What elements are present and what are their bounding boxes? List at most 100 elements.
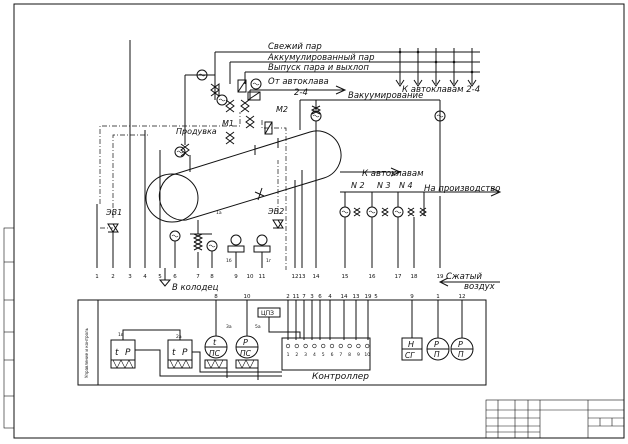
tr-bot-letter: Р	[125, 348, 131, 358]
tag-5a: 5а	[255, 324, 261, 330]
left-stamp-column	[3, 227, 15, 429]
steam-release-label: Выпуск пара и выхлоп	[268, 63, 369, 73]
to-autoclaves-24-label: К автоклавам 2-4	[402, 85, 480, 95]
field-point-number: 13	[299, 274, 306, 280]
n3-label: N 3	[377, 181, 391, 190]
panel-wiring	[122, 300, 463, 380]
from-autoclave-no: 2-4	[294, 88, 308, 98]
p2-top-letter: Р	[458, 340, 463, 349]
ev1-label: ЭВ1	[105, 208, 122, 217]
production-line	[340, 100, 502, 197]
accumulated-steam-label: Аккумулированный пар	[267, 53, 375, 63]
panel-input-number: 1	[436, 294, 440, 300]
n4-label: N 4	[399, 181, 413, 190]
tag-1v: 1в	[118, 332, 124, 338]
panel-input-number: 13	[353, 294, 360, 300]
terminal-number: 2	[295, 352, 298, 358]
terminal-number: 9	[357, 352, 360, 358]
field-point-number: 6	[173, 274, 177, 280]
to-well-label: В колодец	[172, 283, 219, 293]
panel-input-number: 6	[318, 294, 322, 300]
pis-bot-letter: ПС	[240, 349, 252, 358]
tis-bot-letter: ПС	[209, 349, 221, 358]
panel-input-number: 7	[302, 294, 306, 300]
field-point-number: 9	[234, 274, 238, 280]
to-production-label: На производство	[424, 184, 500, 194]
tag-1b: 1б	[226, 258, 232, 264]
field-gauges	[169, 69, 446, 253]
terminal-number: 8	[348, 352, 351, 358]
field-point-number: 15	[342, 274, 349, 280]
terminal-number: 4	[313, 352, 316, 358]
control-panel	[77, 299, 487, 386]
terminal-number: 6	[331, 352, 334, 358]
field-point-number: 7	[196, 274, 200, 280]
tag-2a: 2а	[176, 334, 182, 340]
panel-input-number: 12	[459, 294, 466, 300]
sheet-frame	[13, 3, 625, 439]
terminal-dot	[329, 343, 335, 349]
field-drops	[96, 40, 500, 287]
field-point-number: 12	[292, 274, 299, 280]
terminal-number: 1	[287, 352, 290, 358]
steam-header-lines	[184, 48, 480, 145]
panel-input-number: 3	[310, 294, 314, 300]
terminal-dot	[294, 343, 299, 349]
field-point-number: 19	[437, 274, 444, 280]
p1-bot-letter: П	[434, 350, 440, 359]
title-block	[485, 399, 625, 439]
field-point-number: 3	[128, 274, 132, 280]
p2-bot-letter: П	[458, 350, 464, 359]
n2-label: N 2	[351, 181, 365, 190]
field-point-number: 17	[395, 274, 402, 280]
pis-top-letter: Р	[243, 338, 248, 347]
field-point-number: 10	[247, 274, 254, 280]
from-autoclave-label: От автоклава	[268, 77, 329, 87]
terminal-number: 3	[304, 352, 307, 358]
panel-input-number: 11	[293, 294, 300, 300]
terminal-number: 7	[339, 352, 342, 358]
field-point-number: 2	[111, 274, 115, 280]
controller-label: Контроллер	[312, 372, 369, 382]
panel-input-number: 14	[341, 294, 348, 300]
panel-input-number: 19	[365, 294, 372, 300]
field-point-number: 18	[411, 274, 418, 280]
tis-top-letter: t	[213, 338, 217, 347]
autoclave-vessel	[145, 130, 342, 223]
tag-3a: 3а	[226, 324, 232, 330]
m1-label: М1	[222, 119, 234, 128]
panel-input-number: 2	[286, 294, 290, 300]
field-point-number: 1	[95, 274, 99, 280]
compressed-air-label-2: воздух	[464, 282, 496, 292]
vacuuming-label: Вакуумирование	[348, 91, 423, 101]
panel-input-number: 4	[328, 294, 332, 300]
ev2-label: ЭВ2	[267, 207, 284, 216]
terminal-dot	[356, 343, 361, 349]
branches-to-autoclaves-2-4	[395, 48, 477, 87]
solenoid-valves	[107, 219, 284, 233]
tr-top-letter: t	[115, 348, 119, 358]
panel-side-text: Управление и контроль	[84, 327, 89, 378]
to-autoclaves-label: К автоклавам	[362, 169, 424, 179]
panel-input-number: 9	[410, 294, 414, 300]
field-point-number: 5	[158, 274, 162, 280]
terminal-dot	[365, 343, 370, 349]
field-point-number: 16	[369, 274, 376, 280]
actuators	[237, 79, 273, 135]
fresh-steam-label: Свежий пар	[268, 42, 322, 52]
p1-top-letter: Р	[434, 340, 439, 349]
terminal-dot	[347, 343, 352, 349]
compressed-air-label-1: Сжатый	[446, 272, 482, 282]
control-signal-lines	[99, 112, 287, 270]
terminal-number: 10	[364, 352, 370, 358]
field-point-number: 4	[143, 274, 147, 280]
panel-input-number: 5	[374, 294, 378, 300]
field-point-number: 14	[313, 274, 320, 280]
panel-input-number: 10	[244, 294, 251, 300]
ptr-top-letter: t	[172, 348, 176, 358]
